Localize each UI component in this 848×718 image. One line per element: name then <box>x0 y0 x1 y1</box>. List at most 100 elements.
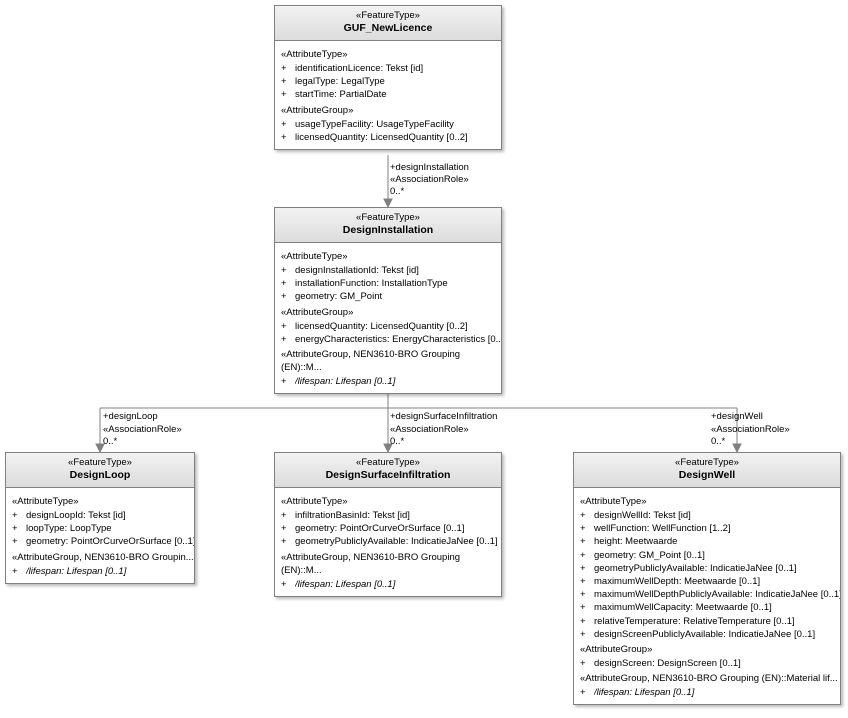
attribute-row: + loopType: LoopType <box>6 522 194 535</box>
attribute-text: /lifespan: Lifespan [0..1] <box>295 578 396 590</box>
attribute-visibility: + <box>281 536 287 548</box>
section-label: «AttributeGroup» <box>580 644 653 656</box>
attribute-text: wellFunction: WellFunction [1..2] <box>594 523 731 535</box>
attribute-visibility: + <box>580 562 586 574</box>
attribute-row: + /lifespan: Lifespan [0..1] <box>275 578 501 591</box>
attribute-text: energyCharacteristics: EnergyCharacteris… <box>295 333 501 345</box>
class-designwell[interactable]: «FeatureType» DesignWell «AttributeType»… <box>573 452 841 706</box>
class-name: DesignLoop <box>69 469 131 481</box>
class-designsurfaceinfiltration[interactable]: «FeatureType» DesignSurfaceInfiltration … <box>274 452 502 597</box>
class-guf-newlicence[interactable]: «FeatureType» GUF_NewLicence «AttributeT… <box>274 5 502 151</box>
association-label-designloop-role: +designLoop <box>103 411 158 422</box>
attribute-text: licensedQuantity: LicensedQuantity [0..2… <box>295 320 468 332</box>
class-name: DesignWell <box>678 469 736 481</box>
attribute-row: + geometry: GM_Point <box>275 290 501 303</box>
attribute-text: maximumWellDepth: Meetwaarde [0..1] <box>594 576 761 588</box>
attribute-text: loopType: LoopType <box>26 523 112 535</box>
attribute-text: height: Meetwaarde <box>594 536 678 548</box>
class-designloop[interactable]: «FeatureType» DesignLoop «AttributeType»… <box>5 452 195 584</box>
attribute-text: relativeTemperature: RelativeTemperature… <box>594 615 795 627</box>
association-label-designinstallation-role: +designInstallation <box>390 162 469 173</box>
attribute-visibility: + <box>281 578 287 590</box>
attribute-visibility: + <box>281 376 287 388</box>
attribute-visibility: + <box>281 333 287 345</box>
attribute-row: + designWellId: Tekst [id] <box>574 509 840 522</box>
section-label: «AttributeType» <box>580 496 647 507</box>
attribute-visibility: + <box>580 589 586 601</box>
attribute-text: designScreen: DesignScreen [0..1] <box>594 658 741 670</box>
attribute-text: designScreenPubliclyAvailable: Indicatie… <box>594 628 816 640</box>
attribute-visibility: + <box>12 565 18 577</box>
attribute-visibility: + <box>580 576 586 588</box>
class-header: «FeatureType» GUF_NewLicence <box>275 6 501 41</box>
attribute-text: geometry: PointOrCurveOrSurface [0..1] <box>295 523 465 535</box>
class-stereotype: «FeatureType» <box>356 212 420 223</box>
attribute-visibility: + <box>281 278 287 290</box>
attribute-row: + geometryPubliclyAvailable: IndicatieJa… <box>574 562 840 575</box>
attribute-text: designInstallationId: Tekst [id] <box>295 265 419 276</box>
attribute-row: + /lifespan: Lifespan [0..1] <box>6 565 194 578</box>
attribute-row: + wellFunction: WellFunction [1..2] <box>574 522 840 535</box>
attribute-row: + maximumWellCapacity: Meetwaarde [0..1] <box>574 601 840 614</box>
attribute-visibility: + <box>281 523 287 535</box>
attribute-visibility: + <box>580 658 586 670</box>
attribute-row: + energyCharacteristics: EnergyCharacter… <box>275 333 501 346</box>
attribute-text: geometry: GM_Point <box>295 291 383 303</box>
attribute-row: + geometry: PointOrCurveOrSurface [0..1] <box>6 535 194 548</box>
attribute-row: + designInstallationId: Tekst [id] <box>275 264 501 277</box>
attribute-row: + startTime: PartialDate <box>275 88 501 101</box>
attribute-visibility: + <box>281 76 287 88</box>
association-label-designinstallation-stereotype: «AssociationRole» <box>390 174 469 185</box>
attribute-row: + usageTypeFacility: UsageTypeFacility <box>275 118 501 131</box>
attribute-row: + designLoopId: Tekst [id] <box>6 509 194 522</box>
attribute-visibility: + <box>580 602 586 614</box>
class-name: GUF_NewLicence <box>343 22 433 34</box>
attribute-row: + geometry: GM_Point [0..1] <box>574 549 840 562</box>
class-stereotype: «FeatureType» <box>675 457 739 468</box>
class-stereotype: «FeatureType» <box>68 457 132 468</box>
attribute-text: usageTypeFacility: UsageTypeFacility <box>295 118 454 130</box>
class-body: «AttributeType» + designInstallationId: … <box>275 243 501 394</box>
attribute-text: maximumWellDepthPubliclyAvailable: Indic… <box>594 589 840 601</box>
attribute-text: identificationLicence: Tekst [id] <box>295 63 424 74</box>
attribute-visibility: + <box>12 523 18 535</box>
attribute-row: + relativeTemperature: RelativeTemperatu… <box>574 615 840 628</box>
attribute-visibility: + <box>580 549 586 561</box>
section-label: «AttributeGroup» <box>281 306 354 318</box>
attribute-visibility: + <box>281 291 287 303</box>
attribute-row: + maximumWellDepthPubliclyAvailable: Ind… <box>574 588 840 601</box>
association-label-designsurfaceinfiltration-multiplicity: 0..* <box>390 436 405 447</box>
class-body: «AttributeType» + infiltrationBasinId: T… <box>275 488 501 596</box>
attribute-visibility: + <box>281 510 287 521</box>
attribute-text: designWellId: Tekst [id] <box>594 510 691 521</box>
section-label: «AttributeGroup, NEN3610-BRO Grouping (E… <box>281 349 461 374</box>
attribute-text: legalType: LegalType <box>295 76 385 88</box>
attribute-visibility: + <box>281 63 287 74</box>
attribute-row: + height: Meetwaarde <box>574 535 840 548</box>
attribute-text: /lifespan: Lifespan [0..1] <box>26 565 127 577</box>
attribute-visibility: + <box>580 523 586 535</box>
attribute-visibility: + <box>281 89 287 101</box>
class-designinstallation[interactable]: «FeatureType» DesignInstallation «Attrib… <box>274 207 502 395</box>
section-label: «AttributeGroup» <box>281 104 354 116</box>
attribute-text: licensedQuantity: LicensedQuantity [0..2… <box>295 131 468 143</box>
attribute-text: geometryPubliclyAvailable: IndicatieJaNe… <box>295 536 498 548</box>
attribute-visibility: + <box>281 265 287 276</box>
attribute-text: geometryPubliclyAvailable: IndicatieJaNe… <box>594 562 797 574</box>
attribute-visibility: + <box>281 118 287 130</box>
section-label: «AttributeType» <box>12 496 79 507</box>
attribute-visibility: + <box>580 510 586 521</box>
section-label: «AttributeGroup, NEN3610-BRO Grouping (E… <box>281 551 461 576</box>
section-label: «AttributeGroup, NEN3610-BRO Groupin... <box>12 551 194 563</box>
section-label: «AttributeType» <box>281 496 348 507</box>
attribute-row: + infiltrationBasinId: Tekst [id] <box>275 509 501 522</box>
section-label: «AttributeGroup, NEN3610-BRO Grouping (E… <box>580 673 838 685</box>
class-header: «FeatureType» DesignSurfaceInfiltration <box>275 453 501 488</box>
association-label-designwell-role: +designWell <box>711 411 763 422</box>
class-stereotype: «FeatureType» <box>356 10 420 21</box>
attribute-row: + /lifespan: Lifespan [0..1] <box>574 686 840 699</box>
attribute-visibility: + <box>281 131 287 143</box>
class-stereotype: «FeatureType» <box>356 457 420 468</box>
attribute-visibility: + <box>580 628 586 640</box>
class-body: «AttributeType» + designWellId: Tekst [i… <box>574 488 840 705</box>
